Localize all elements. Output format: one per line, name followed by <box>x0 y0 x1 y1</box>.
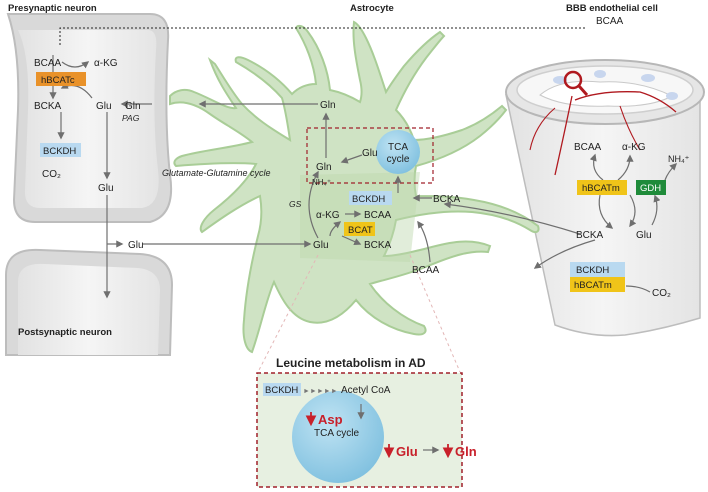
gdh-box <box>636 180 666 195</box>
bbb-hbcatm2: hBCATm <box>574 280 612 291</box>
bbb-bckdh: BCKDH <box>576 265 609 276</box>
pre-hbcatc: hBCATc <box>41 75 75 86</box>
pre-bckdh-box <box>40 143 81 157</box>
inset-tca: TCA cycle <box>314 428 359 439</box>
pre-gln: Gln <box>125 101 141 112</box>
inset-glu: Glu <box>396 444 418 459</box>
pre-bcaa: BCAA <box>34 58 62 69</box>
pre-bckdh: BCKDH <box>43 146 76 157</box>
pre-co2: CO₂ <box>42 169 61 180</box>
hbcatm-box <box>577 180 627 195</box>
astrocyte-cell <box>169 20 540 354</box>
cycle-label: Glutamate-Glutamine cycle <box>162 168 271 178</box>
bbb-hbcatm: hBCATm <box>582 183 620 194</box>
bcat-box <box>344 222 375 236</box>
title-postsynaptic: Postsynaptic neuron <box>18 327 112 338</box>
astro-gs: GS <box>289 199 302 209</box>
astro-bcka2: BCKA <box>364 240 392 251</box>
pre-glu: Glu <box>96 101 112 112</box>
title-bbb: BBB endothelial cell <box>566 3 658 14</box>
inset-bckdh-box <box>263 383 301 396</box>
inset-acetyl: Acetyl CoA <box>341 385 391 396</box>
astro-gln: Gln <box>316 162 332 173</box>
inset-asp: Asp <box>318 412 343 427</box>
pre-pag: PAG <box>122 113 140 123</box>
astro-bcaa-in: BCAA <box>412 265 440 276</box>
astro-nh4: NH₄⁺ <box>312 178 331 187</box>
astro-glu-tca: Glu <box>362 148 378 159</box>
inset-bckdh: BCKDH <box>265 385 298 396</box>
bbb-hbcatm-box <box>570 277 625 292</box>
presynaptic-neuron <box>6 13 172 223</box>
inset-chevrons: ►►►►► <box>303 388 338 395</box>
astro-bcat: BCAT <box>348 225 373 236</box>
astro-bcka: BCKA <box>433 194 461 205</box>
bbb-glu: Glu <box>636 230 652 241</box>
bbb-endothelial-cell <box>505 59 705 337</box>
astro-bcaa: BCAA <box>364 210 392 221</box>
title-inset: Leucine metabolism in AD <box>276 356 426 370</box>
tca-highlight-box <box>306 127 434 184</box>
bbb-bcka: BCKA <box>576 230 604 241</box>
astro-tca-circle <box>376 130 420 174</box>
astro-gln-top: Gln <box>320 100 336 111</box>
astro-glu: Glu <box>313 240 329 251</box>
astro-tca-2: cycle <box>387 154 410 165</box>
pre-glu-down: Glu <box>98 183 114 194</box>
leucine-inset <box>256 372 463 488</box>
arrows <box>49 27 678 454</box>
bbb-gdh: GDH <box>640 183 661 194</box>
bbb-nh4: NH₄⁺ <box>668 154 690 164</box>
bbb-bckdh-box <box>570 262 625 277</box>
title-astrocyte: Astrocyte <box>350 3 394 14</box>
hbcatc-box <box>36 72 86 86</box>
magnifier-icon <box>563 70 583 90</box>
astro-akg: α-KG <box>316 210 340 221</box>
astro-tca-1: TCA <box>388 142 408 153</box>
synapse-glu: Glu <box>128 240 144 251</box>
bbb-bcaa-top: BCAA <box>596 16 624 27</box>
astro-bckdh-box <box>349 191 392 205</box>
pre-bcka: BCKA <box>34 101 62 112</box>
bbb-co2: CO₂ <box>652 288 671 299</box>
pre-akg: α-KG <box>94 58 118 69</box>
inset-gln: Gln <box>455 444 477 459</box>
title-presynaptic: Presynaptic neuron <box>8 3 97 14</box>
postsynaptic-neuron <box>5 248 174 356</box>
bbb-bcaa: BCAA <box>574 142 602 153</box>
astro-bckdh: BCKDH <box>352 194 385 205</box>
bbb-akg: α-KG <box>622 142 646 153</box>
